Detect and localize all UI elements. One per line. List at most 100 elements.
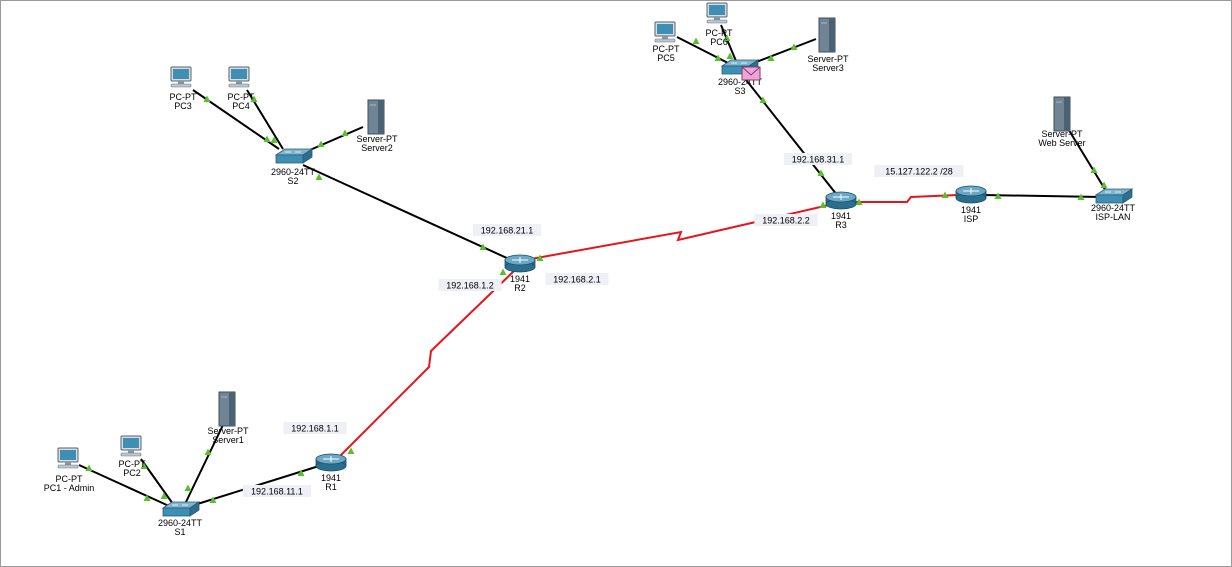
device-type-label: PC-PT <box>653 44 681 54</box>
device-type-label: PC-PT <box>119 459 147 469</box>
ports-layer <box>85 34 1108 503</box>
port-status-indicator <box>1100 181 1108 188</box>
port-status-indicator <box>692 37 700 44</box>
ip-address-label: 15.127.122.2 /28 <box>874 165 964 177</box>
ip-labels-layer: 192.168.21.1192.168.1.2192.168.2.1192.16… <box>242 153 964 497</box>
port-status-indicator <box>1090 166 1098 173</box>
serial-link-r2-r1[interactable] <box>338 270 515 458</box>
switch-icon <box>1094 188 1134 204</box>
switch-icon <box>274 148 314 164</box>
device-name-label: Web Server <box>1038 138 1085 148</box>
ethernet-link-webserver-isp-lan[interactable] <box>1066 126 1107 192</box>
device-name-label: S1 <box>174 527 185 537</box>
device-type-label: 2960-24TT <box>718 77 763 87</box>
ethernet-link-pc5-s3[interactable] <box>676 36 731 65</box>
switch-icon <box>161 501 201 517</box>
device-name-label: Server3 <box>812 63 844 73</box>
device-name-label: ISP-LAN <box>1095 212 1130 222</box>
device-type-label: PC-PT <box>706 28 734 38</box>
ip-address-text: 192.168.1.2 <box>446 281 494 291</box>
port-status-indicator <box>263 135 271 142</box>
port-status-indicator <box>347 447 355 454</box>
port-status-indicator <box>726 52 734 59</box>
router-icon <box>504 254 536 273</box>
ip-address-label: 192.168.1.1 <box>283 422 347 434</box>
ethernet-link-s3-r3[interactable] <box>742 75 838 196</box>
ip-address-text: 192.168.2.1 <box>553 275 601 285</box>
device-name-label: R2 <box>514 283 526 293</box>
port-status-indicator <box>479 243 487 250</box>
device-name-label: PC5 <box>657 53 675 63</box>
ip-address-text: 192.168.11.1 <box>251 487 303 497</box>
serial-link-r3-isp[interactable] <box>853 194 959 203</box>
port-status-indicator <box>536 254 544 261</box>
port-status-indicator <box>714 54 722 61</box>
port-status-indicator <box>817 169 825 176</box>
device-type-label: Server-PT <box>807 54 849 64</box>
port-status-indicator <box>767 54 775 61</box>
ethernet-link-pc2-s1[interactable] <box>140 458 174 505</box>
device-name-label: PC1 - Admin <box>44 483 95 493</box>
ethernet-link-pc6-s3[interactable] <box>720 24 737 62</box>
pdu-envelope-icon[interactable] <box>741 66 761 81</box>
device-name-label: R1 <box>325 482 337 492</box>
port-status-indicator <box>160 492 168 499</box>
ethernet-link-isp-isp-lan[interactable] <box>982 194 1102 198</box>
ethernet-link-s2-r2[interactable] <box>302 164 510 260</box>
router-icon <box>315 453 347 472</box>
port-status-indicator <box>994 192 1002 199</box>
router-icon <box>955 185 987 204</box>
device-name-label: PC4 <box>232 101 250 111</box>
port-status-indicator <box>204 448 212 455</box>
device-type-label: 2960-24TT <box>158 518 203 528</box>
server-icon <box>818 17 836 53</box>
pc-icon <box>654 21 676 43</box>
ip-address-label: 192.168.31.1 <box>783 153 853 165</box>
device-type-label: 1941 <box>831 211 851 221</box>
device-type-label: PC-PT <box>228 92 256 102</box>
pc-icon <box>706 2 728 24</box>
ethernet-link-pc1-s1[interactable] <box>78 464 170 507</box>
device-type-label: 1941 <box>510 274 530 284</box>
port-status-indicator <box>855 198 863 205</box>
device-name-label: S2 <box>287 176 298 186</box>
port-status-indicator <box>143 494 151 501</box>
ip-address-label: 192.168.2.2 <box>754 214 818 226</box>
ip-address-label: 192.168.11.1 <box>242 485 312 497</box>
serial-link-r2-r3[interactable] <box>530 204 830 260</box>
devices-layer: PC-PTPC3PC-PTPC4Server-PTServer22960-24T… <box>44 2 1136 537</box>
pc-icon <box>120 435 142 457</box>
port-status-indicator <box>819 201 827 208</box>
device-name-label: PC6 <box>710 37 728 47</box>
port-status-indicator <box>317 140 325 147</box>
port-status-indicator <box>297 469 305 476</box>
device-name-label: Server2 <box>361 143 393 153</box>
port-status-indicator <box>723 34 731 41</box>
device-type-label: Server-PT <box>207 426 249 436</box>
device-name-label: Server1 <box>212 435 244 445</box>
router-icon <box>825 191 857 210</box>
device-name-label: S3 <box>734 86 745 96</box>
ethernet-link-server3-s3[interactable] <box>750 38 817 65</box>
device-name-label: R3 <box>835 220 847 230</box>
port-status-indicator <box>140 462 148 469</box>
port-status-indicator <box>209 496 217 503</box>
